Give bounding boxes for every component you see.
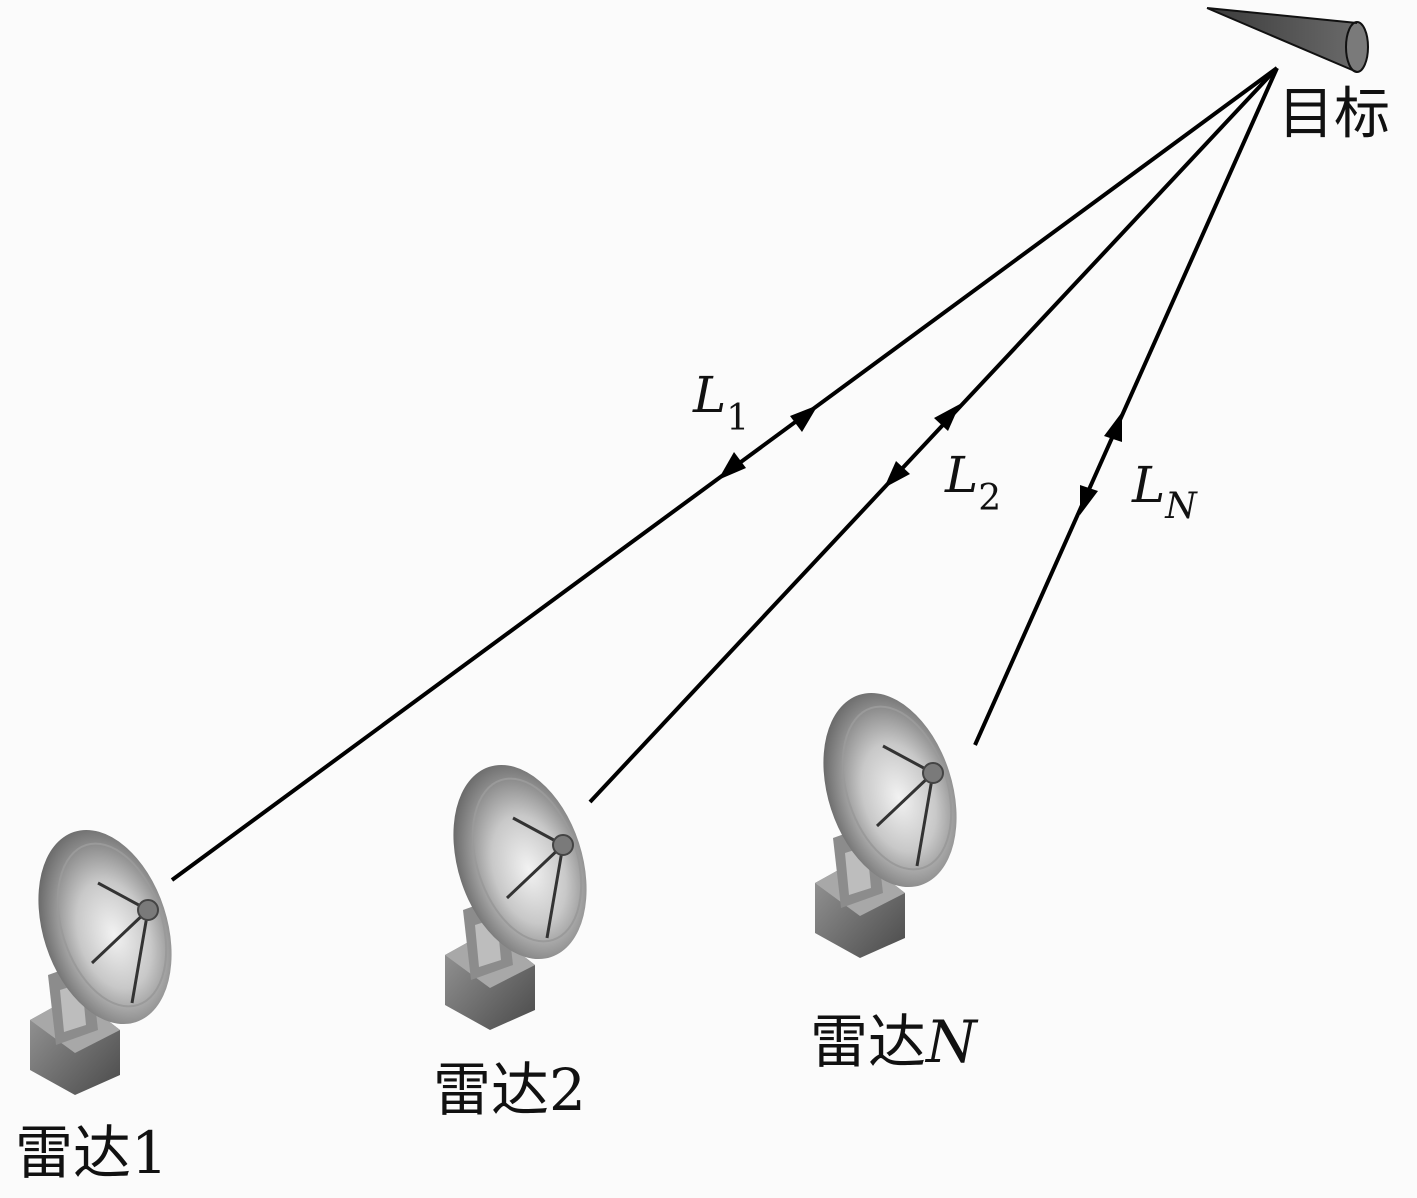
target-label: 目标: [1278, 82, 1390, 147]
path-label-1-sub: 1: [726, 398, 749, 439]
arrow-up-n: [1104, 412, 1122, 442]
radar-label-2-prefix: 雷达: [433, 1056, 549, 1124]
radar-dish-icon-n: [798, 674, 982, 960]
path-line-2: [588, 66, 1279, 804]
arrow-up-2: [934, 404, 960, 431]
path-label-1: L1: [692, 366, 749, 439]
path-line-n: [973, 67, 1279, 746]
radar-label-2-suffix: 2: [549, 1056, 586, 1124]
radar-label-n: 雷达N: [810, 1008, 979, 1076]
radar-label-n-prefix: 雷达: [810, 1008, 926, 1076]
arrow-down-1: [718, 452, 746, 480]
radar-dish-icon-1: [13, 811, 197, 1097]
radar-label-1-suffix: 1: [131, 1119, 168, 1187]
radar-label-1: 雷达1: [15, 1119, 168, 1187]
path-label-2-sub: 2: [978, 478, 1001, 519]
target-cone-icon: [1206, 7, 1369, 73]
radar-label-1-prefix: 雷达: [15, 1119, 131, 1187]
path-label-1-main: L: [692, 366, 726, 424]
arrowheads: [718, 404, 1122, 515]
path-label-n: LN: [1131, 456, 1198, 527]
radar-label-n-suffix: N: [924, 1008, 979, 1076]
radar-dish-icon-2: [428, 746, 612, 1032]
path-label-2: L2: [944, 446, 1001, 519]
arrow-down-2: [884, 461, 910, 488]
radar-label-2: 雷达2: [433, 1056, 586, 1124]
path-label-2-main: L: [944, 446, 978, 504]
arrow-down-n: [1080, 485, 1098, 515]
path-label-n-sub: N: [1164, 486, 1198, 527]
path-label-n-main: L: [1131, 456, 1165, 514]
arrow-up-1: [790, 405, 818, 432]
